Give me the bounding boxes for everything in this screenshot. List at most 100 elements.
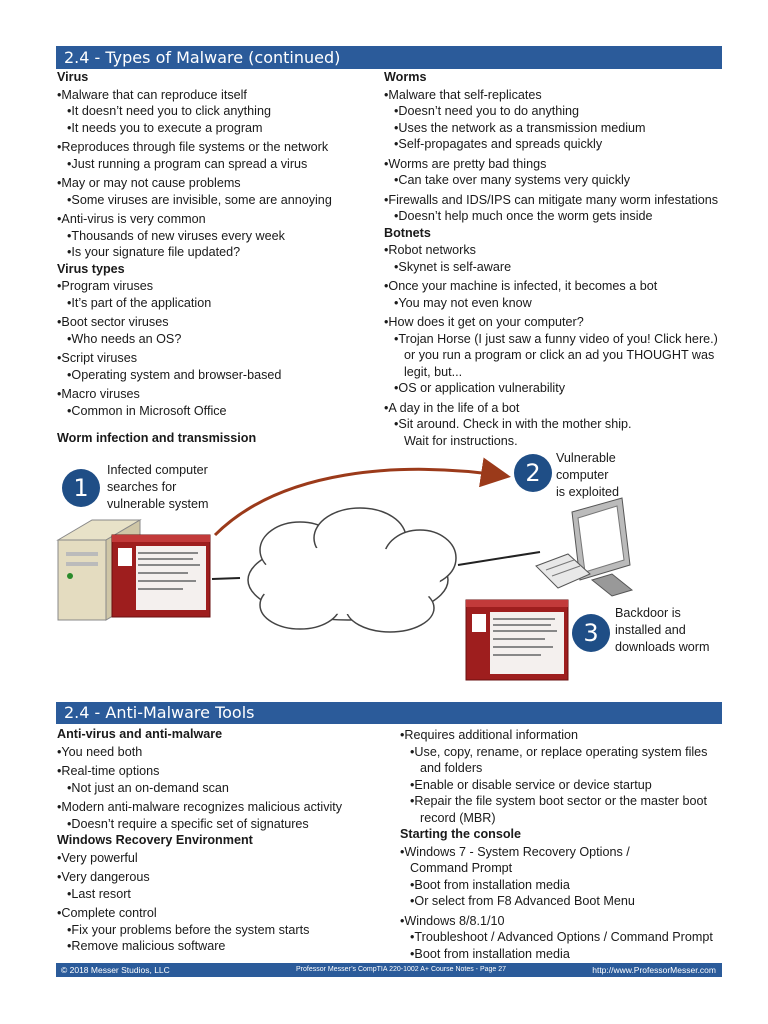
section-subheading: Virus types — [57, 261, 125, 276]
step-1-line: vulnerable system — [107, 497, 209, 511]
sub-bullet-item: Fix your problems before the system star… — [57, 922, 387, 939]
sub-bullet-item: Is your signature file updated? — [57, 244, 377, 261]
sub-bullet-item: Some viruses are invisible, some are ann… — [57, 192, 377, 209]
sub-bullet-item: Operating system and browser-based — [57, 367, 377, 384]
step-3-badge: 3 — [572, 614, 610, 652]
step-3-label: Backdoor is installed and downloads worm — [615, 605, 710, 656]
sub-bullet-item: Remove malicious software — [57, 938, 387, 955]
bullet-item: Modern anti-malware recognizes malicious… — [57, 799, 387, 816]
section-header-anti-malware-tools: 2.4 - Anti-Malware Tools — [56, 702, 722, 724]
bullet-continuation: Command Prompt — [410, 861, 513, 875]
section-subheading: Worms — [384, 70, 427, 84]
sub-bullet-item: Trojan Horse (I just saw a funny video o… — [384, 331, 724, 348]
sub-bullet-item: Doesn’t require a specific set of signat… — [57, 816, 387, 833]
sub-bullet-item: Use, copy, rename, or replace operating … — [400, 744, 730, 761]
sub-bullet-item: Uses the network as a transmission mediu… — [384, 120, 724, 137]
bullet-item: Script viruses — [57, 350, 377, 367]
ransom-window-icon — [465, 599, 569, 681]
step-2-label: Vulnerable computer is exploited — [556, 450, 619, 501]
step-2-line: is exploited — [556, 485, 620, 499]
bullet-item: Very powerful — [57, 850, 387, 867]
bullet-item: Robot networks — [384, 242, 724, 259]
section-header-types-of-malware: 2.4 - Types of Malware (continued) — [56, 46, 722, 69]
section-subheading: Virus — [57, 70, 89, 84]
sub-bullet-item: Or select from F8 Advanced Boot Menu — [400, 893, 730, 910]
bullet-item: Anti-virus is very common — [57, 211, 377, 228]
bullet-continuation: Wait for instructions. — [404, 433, 518, 448]
bullet-item: A day in the life of a bot — [384, 400, 724, 417]
bullet-item: Malware that can reproduce itself — [57, 87, 377, 104]
footer-course-notes: Professor Messer’s CompTIA 220-1002 A+ C… — [296, 966, 507, 973]
bullet-item: Reproduces through file systems or the n… — [57, 139, 377, 156]
sub-bullet-item: Doesn’t help much once the worm gets ins… — [384, 208, 724, 225]
section-subheading: Windows Recovery Environment — [57, 833, 253, 847]
bullet-continuation: record (MBR) — [420, 810, 496, 825]
bullet-item: Once your machine is infected, it become… — [384, 278, 724, 295]
bullet-item: Macro viruses — [57, 386, 377, 403]
infection-arrow — [213, 457, 511, 537]
sub-bullet-item: Enable or disable service or device star… — [400, 777, 730, 794]
step-2-badge: 2 — [514, 454, 552, 492]
bullet-item: Boot sector viruses — [57, 314, 377, 331]
bullet-item: You need both — [57, 744, 387, 761]
sub-bullet-item: Boot from installation media — [400, 877, 730, 894]
sub-bullet-item: It needs you to execute a program — [57, 120, 377, 137]
sub-bullet-item: Self-propagates and spreads quickly — [384, 136, 724, 153]
footer-url-link[interactable]: http://www.ProfessorMesser.com — [592, 965, 716, 975]
recovery-console-column: Requires additional informationUse, copy… — [400, 726, 730, 962]
bullet-continuation: legit, but... — [404, 364, 463, 379]
ransom-window-icon — [111, 534, 211, 618]
page-footer: © 2018 Messer Studios, LLC Professor Mes… — [56, 963, 722, 977]
sub-bullet-item: Can take over many systems very quickly — [384, 172, 724, 189]
footer-copyright: © 2018 Messer Studios, LLC — [61, 965, 170, 975]
section-title: 2.4 - Anti-Malware Tools — [64, 703, 255, 722]
virus-column: VirusMalware that can reproduce itselfIt… — [57, 69, 377, 419]
bullet-item: May or may not cause problems — [57, 175, 377, 192]
step-1-label: Infected computer searches for vulnerabl… — [107, 462, 209, 513]
network-cloud-icon — [247, 507, 457, 633]
sub-bullet-item: Just running a program can spread a viru… — [57, 156, 377, 173]
bullet-item: Very dangerous — [57, 869, 387, 886]
sub-bullet-item: OS or application vulnerability — [384, 380, 724, 397]
bullet-item: Windows 7 - System Recovery Options / — [400, 844, 730, 861]
sub-bullet-item: It’s part of the application — [57, 295, 377, 312]
bullet-item: Requires additional information — [400, 727, 730, 744]
sub-bullet-item: Sit around. Check in with the mother shi… — [384, 416, 724, 433]
step-1-badge: 1 — [62, 469, 100, 507]
step-2-line: computer — [556, 468, 609, 482]
bullet-item: Windows 8/8.1/10 — [400, 913, 730, 930]
step-3-line: downloads worm — [615, 640, 710, 654]
step-1-line: searches for — [107, 480, 177, 494]
bullet-item: Malware that self-replicates — [384, 87, 724, 104]
sub-bullet-item: Who needs an OS? — [57, 331, 377, 348]
step-1-line: Infected computer — [107, 463, 208, 477]
step-3-line: installed and — [615, 623, 686, 637]
sub-bullet-item: Common in Microsoft Office — [57, 403, 377, 420]
bullet-continuation: or you run a program or click an ad you … — [404, 348, 715, 362]
bullet-item: Firewalls and IDS/IPS can mitigate many … — [384, 192, 724, 209]
sub-bullet-item: You may not even know — [384, 295, 724, 312]
sub-bullet-item: It doesn’t need you to click anything — [57, 103, 377, 120]
section-subheading: Botnets — [384, 225, 431, 240]
sub-bullet-item: Boot from installation media — [400, 946, 730, 963]
sub-bullet-item: Skynet is self-aware — [384, 259, 724, 276]
sub-bullet-item: Last resort — [57, 886, 387, 903]
section-title: 2.4 - Types of Malware (continued) — [64, 48, 341, 67]
bullet-continuation: and folders — [420, 761, 483, 775]
sub-bullet-item: Doesn’t need you to do anything — [384, 103, 724, 120]
diagram-title: Worm infection and transmission — [57, 431, 257, 445]
section-subheading: Anti-virus and anti-malware — [57, 727, 223, 741]
sub-bullet-item: Troubleshoot / Advanced Options / Comman… — [400, 929, 730, 946]
bullet-item: How does it get on your computer? — [384, 314, 724, 331]
worm-diagram — [56, 457, 634, 681]
step-3-line: Backdoor is — [615, 606, 681, 620]
bullet-item: Real-time options — [57, 763, 387, 780]
step-2-line: Vulnerable — [556, 451, 616, 465]
section-subheading: Starting the console — [400, 827, 522, 841]
anti-malware-column: Anti-virus and anti-malwareYou need both… — [57, 726, 387, 955]
sub-bullet-item: Repair the file system boot sector or th… — [400, 793, 730, 810]
bullet-item: Worms are pretty bad things — [384, 156, 724, 173]
sub-bullet-item: Not just an on-demand scan — [57, 780, 387, 797]
bullet-item: Program viruses — [57, 278, 377, 295]
vulnerable-computer-icon — [535, 497, 634, 597]
